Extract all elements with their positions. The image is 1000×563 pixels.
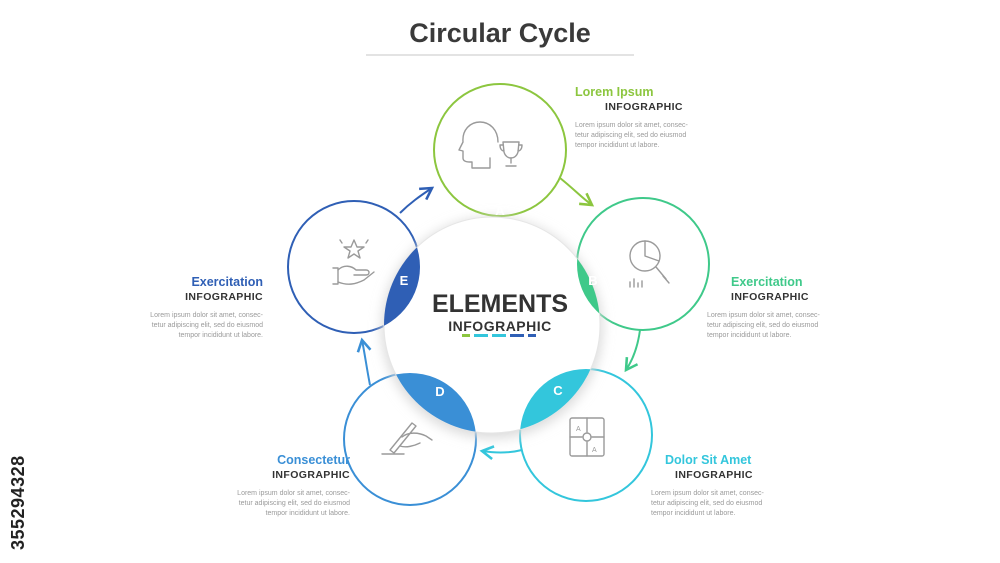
center-title-block: ELEMENTS INFOGRAPHIC (400, 290, 600, 334)
svg-text:A: A (592, 447, 597, 454)
hand-pen-icon (381, 422, 433, 455)
page-title: Circular Cycle (409, 18, 591, 48)
segment-letter-e: E (400, 273, 409, 288)
dash-2 (474, 334, 488, 337)
center-title: ELEMENTS (431, 290, 569, 318)
step-a-description: Lorem ipsum dolor sit amet, consec- tetu… (575, 121, 745, 151)
segment-letter-c: C (553, 383, 563, 398)
arrow-a-to-b (559, 177, 595, 207)
step-circles (287, 83, 710, 506)
label-step-c: Dolor Sit Amet INFOGRAPHIC Lorem ipsum d… (651, 452, 821, 519)
step-a-circle (433, 83, 567, 217)
segment-c (520, 369, 600, 433)
desc-line: tempor incididunt ut labore. (178, 332, 263, 339)
segment-letter-b: B (588, 273, 597, 288)
svg-text:A: A (576, 426, 581, 433)
dash-4 (510, 334, 524, 337)
desc-line: Lorem ipsum dolor sit amet, consec- (651, 490, 764, 497)
stock-id-text: 355294328 (8, 455, 28, 550)
step-b-heading: Exercitation (731, 275, 803, 289)
head-trophy-icon (458, 121, 523, 169)
step-b-subheading: INFOGRAPHIC (731, 291, 809, 303)
step-a-subheading: INFOGRAPHIC (605, 101, 683, 113)
dash-5 (528, 334, 536, 337)
arrow-d-to-e (356, 337, 372, 386)
segment-letter-a: A (495, 203, 505, 218)
pie-chart-magnifier-icon (629, 240, 670, 288)
step-a-heading: Lorem Ipsum (575, 85, 654, 99)
step-c-subheading: INFOGRAPHIC (675, 469, 753, 481)
desc-line: Lorem ipsum dolor sit amet, consec- (150, 312, 263, 319)
arrow-c-to-d (479, 445, 523, 461)
step-d-description: Lorem ipsum dolor sit amet, consec- tetu… (180, 489, 350, 519)
step-d-subheading: INFOGRAPHIC (272, 469, 350, 481)
cycle-arrows (356, 177, 641, 461)
label-step-d: Consectetur INFOGRAPHIC Lorem ipsum dolo… (180, 452, 350, 519)
desc-line: tempor incididunt ut labore. (575, 142, 660, 149)
step-e-heading: Exercitation (191, 275, 263, 289)
segment-letter-d: D (435, 384, 444, 399)
desc-line: Lorem ipsum dolor sit amet, consec- (707, 312, 820, 319)
step-e-description: Lorem ipsum dolor sit amet, consec- tetu… (93, 311, 263, 341)
desc-line: tempor incididunt ut labore. (265, 510, 350, 517)
step-b-description: Lorem ipsum dolor sit amet, consec- tetu… (707, 311, 877, 341)
center-subtitle: INFOGRAPHIC (448, 318, 552, 334)
label-step-e: Exercitation INFOGRAPHIC Lorem ipsum dol… (93, 274, 263, 341)
step-c-heading: Dolor Sit Amet (665, 453, 752, 467)
step-c-description: Lorem ipsum dolor sit amet, consec- tetu… (651, 489, 821, 519)
puzzle-icon: A A (569, 417, 605, 457)
desc-line: tempor incididunt ut labore. (707, 332, 792, 339)
title-underline (366, 54, 634, 56)
desc-line: tetur adipiscing elit, sed do eiusmod (151, 322, 263, 329)
arrow-b-to-c (624, 329, 641, 373)
desc-line: Lorem ipsum dolor sit amet, consec- (237, 490, 350, 497)
label-step-b: Exercitation INFOGRAPHIC Lorem ipsum dol… (707, 274, 877, 341)
desc-line: Lorem ipsum dolor sit amet, consec- (575, 122, 688, 129)
step-e-subheading: INFOGRAPHIC (185, 291, 263, 303)
hand-star-icon (332, 239, 375, 285)
desc-line: tetur adipiscing elit, sed do eiusmod (238, 500, 350, 507)
label-step-a: Lorem Ipsum INFOGRAPHIC Lorem ipsum dolo… (575, 84, 745, 151)
center-dashes (462, 334, 536, 337)
dash-1 (462, 334, 470, 337)
segment-d (384, 373, 476, 433)
arrow-e-to-a (399, 186, 435, 214)
desc-line: tetur adipiscing elit, sed do eiusmod (575, 132, 687, 139)
desc-line: tetur adipiscing elit, sed do eiusmod (707, 322, 819, 329)
dash-3 (492, 334, 506, 337)
desc-line: tetur adipiscing elit, sed do eiusmod (651, 500, 763, 507)
desc-line: tempor incididunt ut labore. (651, 510, 736, 517)
step-d-heading: Consectetur (277, 453, 350, 467)
